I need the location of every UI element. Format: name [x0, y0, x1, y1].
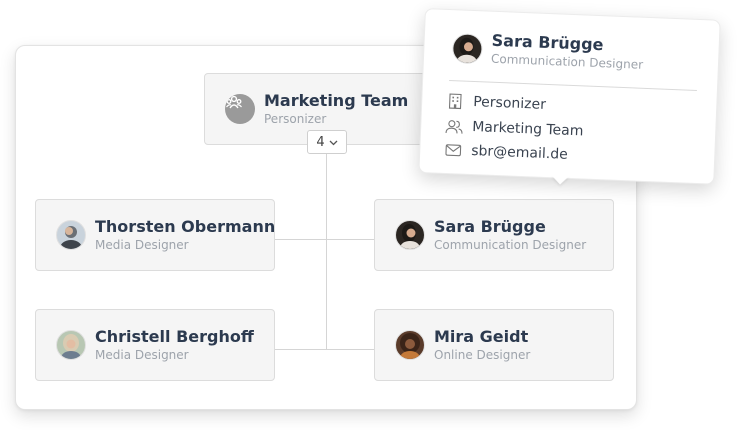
popup-card: Sara Brügge Communication Designer Perso… [418, 8, 721, 185]
member-card-thorsten[interactable]: Thorsten Obermann Media Designer [35, 199, 275, 271]
popup-email-row: sbr@email.de [444, 141, 568, 164]
member-name: Mira Geidt [434, 326, 529, 346]
chevron-down-icon [329, 135, 338, 150]
member-name: Christell Berghoff [95, 326, 254, 346]
member-detail-popup: Sara Brügge Communication Designer Perso… [418, 8, 721, 200]
member-name: Thorsten Obermann [95, 216, 276, 236]
avatar [56, 330, 86, 360]
member-name: Sara Brügge [434, 216, 546, 236]
avatar [395, 330, 425, 360]
member-role: Media Designer [95, 237, 189, 252]
member-card-mira[interactable]: Mira Geidt Online Designer [374, 309, 614, 381]
avatar [451, 32, 484, 64]
team-icon [225, 94, 255, 124]
member-role: Media Designer [95, 347, 189, 362]
member-count-toggle[interactable]: 4 [307, 130, 347, 154]
avatar [56, 220, 86, 250]
popup-team-row: Marketing Team [445, 117, 584, 141]
member-card-christell[interactable]: Christell Berghoff Media Designer [35, 309, 275, 381]
popup-divider [449, 80, 697, 91]
avatar [395, 220, 425, 250]
member-card-sara[interactable]: Sara Brügge Communication Designer [374, 199, 614, 271]
popup-company: Personizer [472, 94, 547, 113]
member-count: 4 [316, 134, 325, 150]
member-role: Communication Designer [434, 237, 587, 252]
team-name: Marketing Team [264, 90, 409, 110]
popup-email[interactable]: sbr@email.de [470, 142, 569, 163]
building-icon [446, 92, 465, 111]
connector-row1 [274, 239, 375, 240]
popup-team: Marketing Team [471, 118, 584, 140]
popup-company-row: Personizer [446, 92, 546, 114]
popup-pointer [551, 175, 570, 185]
team-organization: Personizer [264, 111, 327, 126]
mail-icon [444, 141, 463, 160]
people-icon [445, 117, 464, 136]
member-role: Online Designer [434, 347, 531, 362]
connector-row2 [274, 349, 375, 350]
connector-vertical [326, 154, 327, 350]
